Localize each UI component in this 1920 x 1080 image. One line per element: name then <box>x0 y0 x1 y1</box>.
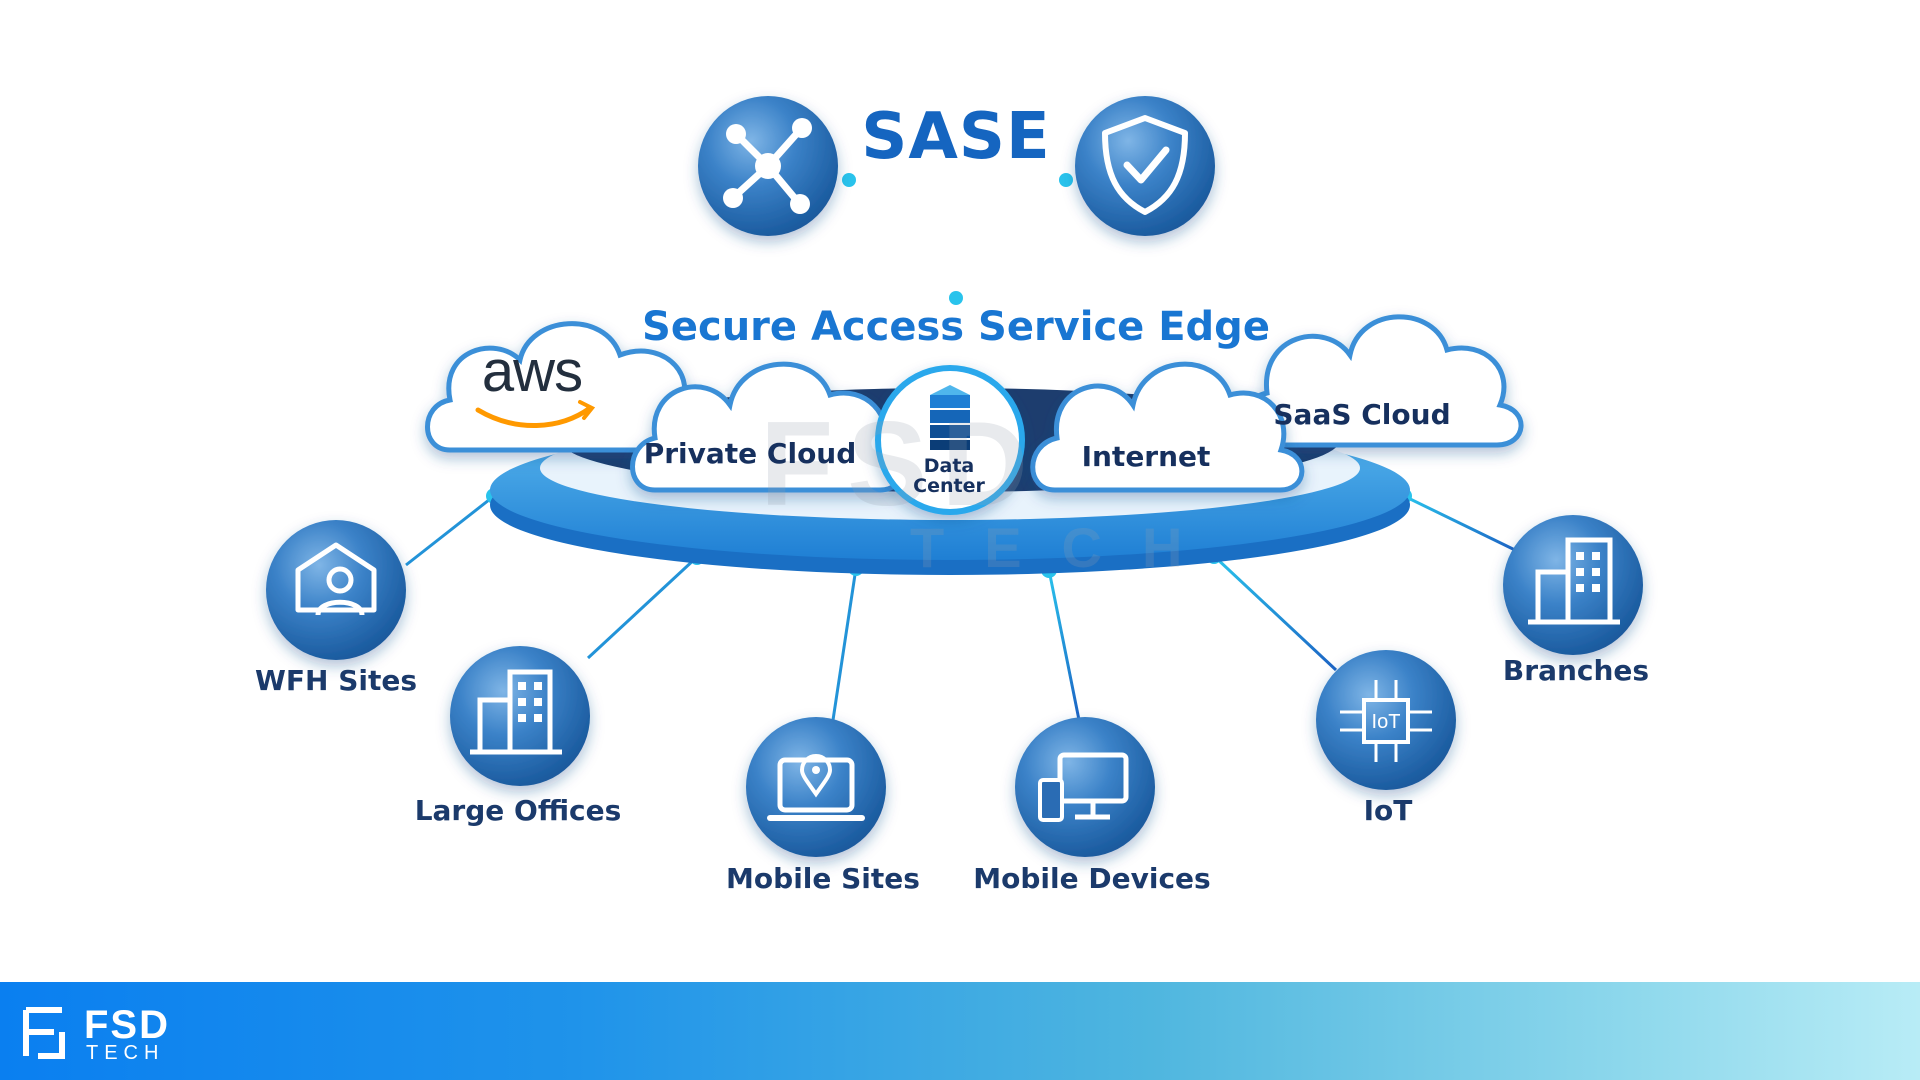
aws-smile-icon <box>475 405 593 428</box>
node-label-large-offices: Large Offices <box>414 794 622 827</box>
diagram-subtitle: Secure Access Service Edge <box>642 304 1270 350</box>
diagram-title: SASE <box>861 100 1051 174</box>
node-label-branches: Branches <box>1502 654 1650 687</box>
laptop-location-icon <box>746 717 886 857</box>
saas-cloud-label: SaaS Cloud <box>1273 398 1451 431</box>
watermark-main: FSD <box>760 397 1042 531</box>
connector-lines <box>405 178 1516 721</box>
devices-icon <box>1015 717 1155 857</box>
network-hub-icon <box>698 96 838 236</box>
node-label-mobile-devices: Mobile Devices <box>973 862 1211 895</box>
footer-logo-mark <box>23 1007 65 1059</box>
server-stack-icon <box>930 385 970 450</box>
watermark-sub: TECH <box>910 516 1223 579</box>
internet-cloud <box>1030 361 1305 493</box>
node-label-wfh-sites: WFH Sites <box>255 664 417 697</box>
footer-brand: FSD <box>84 1003 170 1047</box>
iot-chip-icon: IoT <box>1316 650 1456 790</box>
private-cloud-label: Private Cloud <box>643 437 857 470</box>
svg-text:IoT: IoT <box>1372 711 1401 733</box>
data-center-label: Data Center <box>913 455 985 497</box>
branch-building-icon <box>1503 515 1643 655</box>
node-label-mobile-sites: Mobile Sites <box>726 862 920 895</box>
node-label-iot: IoT <box>1363 794 1413 827</box>
aws-logo-text: aws <box>481 339 583 404</box>
saas-cloud <box>1240 314 1524 448</box>
shield-check-icon <box>1075 96 1215 236</box>
internet-label: Internet <box>1081 440 1211 473</box>
office-building-icon <box>450 646 590 786</box>
home-worker-icon <box>266 520 406 660</box>
footer-bar <box>0 982 1920 1080</box>
footer-brand-sub: TECH <box>86 1042 165 1064</box>
